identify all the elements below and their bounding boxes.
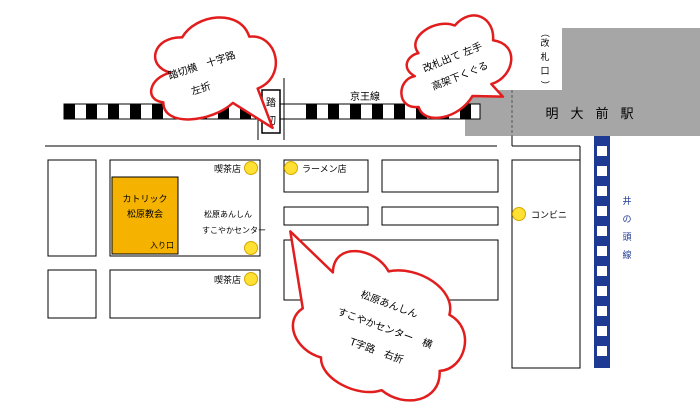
station-name: 明 大 前 駅 (545, 106, 633, 122)
rail-tie (597, 326, 607, 336)
block (109, 269, 261, 319)
rail-tie (108, 104, 119, 119)
rail-tie (86, 104, 97, 119)
city-blocks (47, 159, 581, 369)
station-char: 大 (570, 107, 583, 122)
ino-char: の (622, 215, 631, 225)
gate-char: ） (539, 80, 550, 89)
inokashira-line-label: 井 の 頭 線 (622, 195, 631, 261)
callout-ticket-gate: 改札出て 左手 高架下くぐる (400, 14, 513, 120)
inokashira-railway (594, 136, 610, 368)
station-char: 前 (595, 106, 608, 122)
rail-tie (328, 104, 339, 119)
station-char: 明 (545, 107, 558, 122)
rail-tie (597, 346, 607, 356)
poi-marker (244, 241, 258, 255)
rail-tie (350, 104, 361, 119)
ino-char: 頭 (622, 232, 631, 243)
rail-tie (597, 306, 607, 316)
callout-center-turn-right: 松原あんしん すこやかセンター 横 T字路 右折 (289, 230, 467, 402)
poi-marker (244, 161, 258, 175)
block (381, 206, 499, 226)
rail-tie (597, 226, 607, 236)
gate-char: （ (539, 28, 550, 37)
gate-char: 口 (540, 67, 549, 77)
center-label-line: すこやかセンター (202, 226, 266, 235)
ticket-gate-label: （ 改 札 口 ） (539, 28, 550, 89)
poi-marker (244, 272, 258, 286)
rail-tie (218, 104, 229, 119)
block (47, 159, 97, 257)
catholic-church: カトリック 松原教会 入り口 (111, 176, 179, 255)
gate-char: 改 (540, 37, 549, 49)
poi-marker (512, 207, 526, 221)
crossing-char: 踏 (266, 96, 276, 109)
station-building (465, 28, 700, 136)
church-name-line: カトリック (122, 194, 167, 205)
center-label-line: 松原あんしん (204, 209, 252, 219)
block (283, 159, 369, 193)
poi-ramen: ラーメン店 (284, 161, 347, 175)
poi-label: 喫茶店 (214, 274, 241, 286)
poi-marker (284, 161, 298, 175)
rail-tie (597, 186, 607, 196)
block (283, 206, 369, 226)
poi-label: コンビニ (531, 210, 567, 221)
poi-cafe-top: 喫茶店 (214, 161, 258, 175)
poi-cafe-bottom: 喫茶店 (214, 272, 258, 286)
gate-char: 札 (540, 51, 549, 63)
rail-tie (152, 104, 163, 119)
poi-convenience-store: コンビニ (512, 207, 567, 221)
ino-char: 線 (622, 249, 631, 261)
church-name-line: 松原教会 (127, 208, 163, 220)
rail-tie (597, 206, 607, 216)
rail-tie (130, 104, 141, 119)
poi-label: ラーメン店 (302, 163, 347, 175)
block (381, 159, 499, 193)
entrance-label: 入り口 (150, 241, 174, 250)
station-char: 駅 (620, 107, 633, 122)
poi-center: 松原あんしん すこやかセンター (202, 209, 266, 255)
rail-tie (394, 104, 405, 119)
callout-crossing-turn-left: 踏切横 十字路 左折 (149, 16, 278, 130)
block (511, 159, 581, 369)
block (47, 269, 97, 319)
ino-char: 井 (622, 195, 631, 207)
keio-line-label: 京王線 (350, 90, 380, 103)
rail-tie (597, 266, 607, 276)
rail-tie (597, 166, 607, 176)
rail-tie (597, 286, 607, 296)
rail-tie (460, 104, 471, 119)
rail-tie (306, 104, 317, 119)
rail-tie (597, 246, 607, 256)
poi-label: 喫茶店 (214, 163, 241, 175)
rail-tie (64, 104, 75, 119)
rail-tie (372, 104, 383, 119)
rail-tie (597, 146, 607, 156)
